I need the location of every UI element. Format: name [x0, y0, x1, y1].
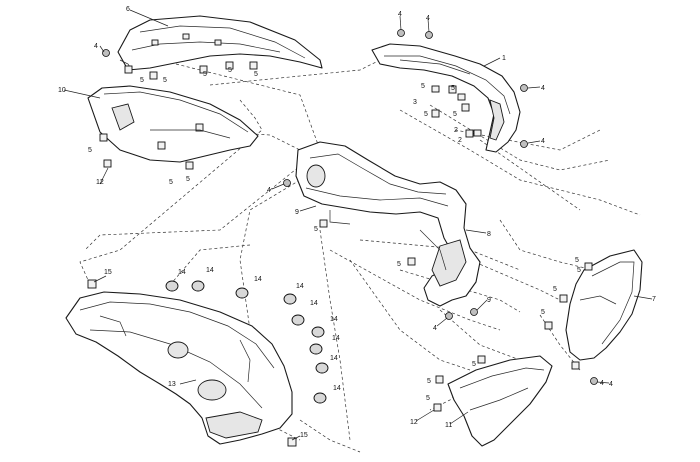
- callout-label: 14: [178, 269, 186, 276]
- callout-label: 14: [333, 385, 341, 392]
- callout-labels: 6 4 5 5 5 5 5 10 5 12 5 5 4 4 1 4 5 5 3 …: [58, 6, 656, 439]
- callout-label: 12: [410, 419, 418, 426]
- callout-label: 14: [254, 276, 262, 283]
- callout-label: 4: [609, 381, 613, 388]
- part-6-upper-trim: [117, 15, 323, 71]
- callout-label: 5: [397, 261, 401, 268]
- callout-label: 14: [296, 283, 304, 290]
- callout-label: 4: [398, 11, 402, 18]
- callout-label: 4: [433, 325, 437, 332]
- callout-label: 5: [427, 378, 431, 385]
- part-13-lower-housing: [65, 291, 293, 445]
- callout-label: 2: [454, 127, 458, 134]
- callout-label: 15: [300, 432, 308, 439]
- callout-label: 4: [94, 43, 98, 50]
- callout-label: 5: [472, 361, 476, 368]
- callout-label: 5: [203, 71, 207, 78]
- callout-label: 5: [186, 176, 190, 183]
- callout-label: 5: [426, 395, 430, 402]
- callout-label: 5: [421, 83, 425, 90]
- callout-label: 5: [553, 286, 557, 293]
- callout-label: 5: [577, 267, 581, 274]
- callout-label: 15: [104, 269, 112, 276]
- callout-label: 8: [487, 231, 491, 238]
- callout-label: 7: [652, 296, 656, 303]
- callout-label: 5: [424, 111, 428, 118]
- part-7-right-panel: [565, 249, 643, 361]
- callout-label: 14: [330, 316, 338, 323]
- grommet-set: [165, 280, 329, 404]
- callout-label: 5: [254, 71, 258, 78]
- callout-label: 4: [541, 138, 545, 145]
- callout-label: 14: [206, 267, 214, 274]
- callout-label: 5: [163, 77, 167, 84]
- callout-label: 5: [451, 85, 455, 92]
- callout-label: 9: [295, 209, 299, 216]
- callout-label: 3: [413, 99, 417, 106]
- part-8-central-frame: [295, 141, 481, 307]
- leader-lines: [63, 9, 653, 441]
- callout-label: 4: [267, 187, 271, 194]
- callout-label: 14: [332, 335, 340, 342]
- callout-label: 2: [458, 137, 462, 144]
- callout-label: 5: [88, 147, 92, 154]
- callout-label: 5: [575, 257, 579, 264]
- callout-label: 13: [168, 381, 176, 388]
- callout-label: 4: [426, 15, 430, 22]
- fastener-hardware: [87, 29, 598, 447]
- part-10-left-panel: [87, 85, 259, 163]
- callout-label: 5: [228, 67, 232, 74]
- callout-label: 9: [487, 297, 491, 304]
- callout-label: 14: [310, 300, 318, 307]
- callout-label: 5: [541, 309, 545, 316]
- callout-label: 5: [140, 77, 144, 84]
- callout-label: 4: [600, 380, 604, 387]
- callout-label: 14: [330, 355, 338, 362]
- callout-label: 10: [58, 87, 66, 94]
- part-11-lower-panel: [447, 355, 553, 447]
- callout-label: 12: [96, 179, 104, 186]
- callout-label: 4: [541, 85, 545, 92]
- callout-label: 6: [126, 6, 130, 13]
- callout-label: 5: [314, 226, 318, 233]
- callout-label: 5: [169, 179, 173, 186]
- callout-label: 5: [453, 111, 457, 118]
- part-1-headlight-frame: [371, 43, 521, 153]
- callout-label: 11: [445, 422, 452, 429]
- callout-label: 1: [502, 55, 506, 62]
